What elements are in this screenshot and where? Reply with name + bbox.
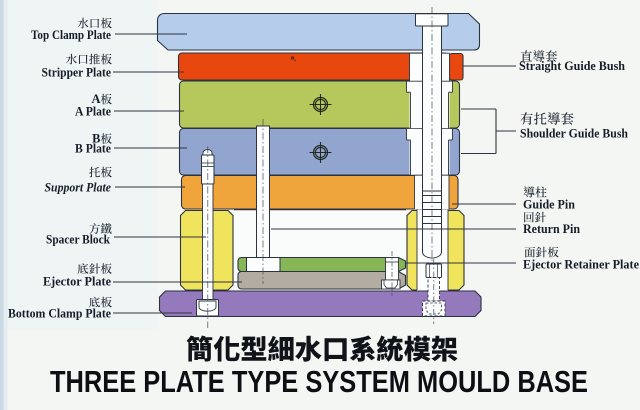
svg-text:Ejector Plate: Ejector Plate <box>43 274 111 289</box>
svg-text:A: A <box>91 92 100 106</box>
svg-text:Return Pin: Return Pin <box>523 221 581 236</box>
svg-text:Bottom Clamp Plate: Bottom Clamp Plate <box>8 306 111 321</box>
svg-text:B: B <box>92 132 100 146</box>
svg-text:Shoulder Guide Bush: Shoulder Guide Bush <box>520 126 629 141</box>
svg-text:Support Plate: Support Plate <box>45 180 112 195</box>
svg-text:Ejector Retainer Plate: Ejector Retainer Plate <box>523 257 639 272</box>
svg-text:Spacer Block: Spacer Block <box>46 232 111 247</box>
svg-text:Stripper Plate: Stripper Plate <box>42 65 112 80</box>
svg-text:A Plate: A Plate <box>75 104 111 119</box>
svg-text:THREE PLATE TYPE SYSTEM MOULD: THREE PLATE TYPE SYSTEM MOULD BASE <box>50 365 588 399</box>
svg-text:Guide Pin: Guide Pin <box>523 197 576 212</box>
svg-text:Straight Guide Bush: Straight Guide Bush <box>519 58 626 73</box>
svg-text:B Plate: B Plate <box>75 141 111 156</box>
svg-text:Top Clamp Plate: Top Clamp Plate <box>31 27 111 42</box>
